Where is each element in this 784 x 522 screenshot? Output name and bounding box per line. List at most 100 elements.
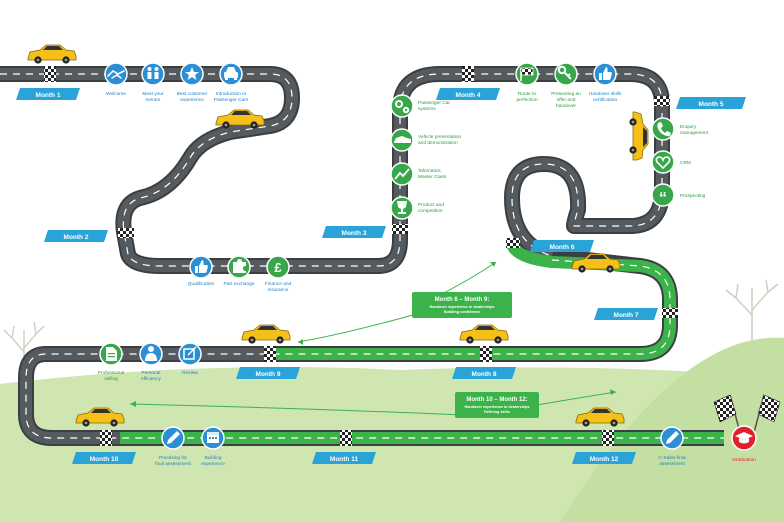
milestone-qualification: Qualification [188, 255, 215, 287]
svg-text:Month 6: Month 6 [550, 244, 575, 251]
track-markers [44, 66, 678, 446]
heart-icon [655, 156, 671, 170]
month-tag-5: Month 5 [676, 97, 746, 109]
svg-text:Practising for: Practising for [159, 455, 187, 461]
month-tag-12: Month 12 [572, 452, 636, 464]
svg-text:Professional: Professional [98, 370, 124, 376]
milestone-telematics: Telematics Master Class [390, 162, 447, 186]
milestone-personal-efficiency: Personal efficiency [139, 342, 163, 382]
svg-text:Introduction to: Introduction to [216, 91, 247, 97]
month-tag-11: Month 11 [312, 452, 376, 464]
svg-text:management: management [680, 130, 709, 136]
svg-text:Personal: Personal [142, 370, 161, 376]
svg-text:Month 2: Month 2 [64, 234, 89, 241]
month-tag-2: Month 2 [44, 230, 108, 242]
callout-line: Building confidence [444, 310, 480, 314]
milestone-finance: £ Finance and insurance [265, 255, 292, 293]
month-tag-4: Month 4 [436, 88, 500, 100]
milestone-route-perfection: Route to perfection [515, 62, 539, 103]
tree-right [725, 279, 779, 345]
svg-text:Prospecting: Prospecting [680, 193, 706, 199]
graduation-cap-icon [735, 432, 753, 444]
milestone-intro-cars: Introduction to Passenger Cars [214, 62, 249, 103]
callout-line: Refining skills [484, 410, 510, 414]
svg-text:Month 11: Month 11 [330, 456, 359, 463]
svg-text:Month 10: Month 10 [90, 456, 119, 463]
milestone-crm: CRM [651, 150, 691, 174]
milestone-prospecting: “ Prospecting [651, 183, 706, 207]
svg-text:certification: certification [593, 97, 618, 103]
callout-months-6-9: Month 6 – Month 9: Handover experience i… [412, 292, 512, 318]
milestone-vehicle-presentation: Vehicle presentation and demonstration [390, 128, 462, 152]
milestone-presenting-offer: Presenting an offer and handover [551, 62, 581, 109]
pencil-icon [666, 431, 679, 444]
svg-text:Review: Review [182, 370, 198, 376]
calendar-icon [207, 432, 219, 443]
svg-text:experience: experience [201, 461, 225, 467]
svg-text:Telematics: Telematics [418, 168, 441, 174]
car-side-icon [394, 136, 411, 143]
svg-text:competition: competition [418, 208, 443, 214]
callout-title: Month 10 – Month 12: [466, 397, 527, 403]
svg-text:Month 8: Month 8 [472, 371, 497, 378]
svg-text:Handover skills: Handover skills [589, 91, 622, 97]
callout-line: Handover experience in dealerships [430, 305, 495, 309]
svg-text:Enquiry: Enquiry [680, 124, 697, 130]
document-icon [106, 347, 117, 361]
milestone-building-experience: Building experience [201, 426, 225, 467]
svg-text:offer and: offer and [557, 97, 576, 103]
people-icon [147, 67, 159, 79]
svg-text:C-Sales final: C-Sales final [658, 455, 685, 461]
svg-text:Vehicle presentation: Vehicle presentation [418, 134, 462, 140]
month-tags: Month 1 Month 2 Month 3 Month 4 Month 5 … [16, 88, 746, 464]
month-tag-9: Month 9 [236, 367, 300, 379]
svg-text:Passenger Car: Passenger Car [418, 100, 450, 106]
svg-text:Qualification: Qualification [188, 281, 215, 287]
trophy-icon [397, 201, 407, 214]
milestone-part-exchange: Part exchange [224, 255, 255, 287]
key-icon [557, 65, 572, 80]
thumbs-up-icon [599, 67, 612, 80]
svg-text:efficiency: efficiency [141, 376, 162, 382]
svg-text:systems: systems [418, 106, 436, 112]
svg-text:perfection: perfection [516, 97, 537, 103]
chart-line-icon [394, 168, 410, 180]
svg-text:CRM: CRM [680, 160, 691, 166]
milestone-passenger-systems: Passenger Car systems [390, 94, 450, 118]
milestone-review: Review [178, 342, 202, 376]
milestone-enquiry: Enquiry management [651, 117, 709, 141]
svg-text:Month 12: Month 12 [590, 456, 619, 463]
svg-text:experience: experience [180, 97, 204, 103]
month-tag-3: Month 3 [322, 226, 386, 238]
svg-text:Month 3: Month 3 [342, 230, 367, 237]
milestone-product-competition: Product and competition [390, 196, 444, 220]
handshake-icon [107, 69, 125, 79]
callout-title: Month 6 – Month 9: [435, 297, 490, 303]
svg-text:handover: handover [556, 103, 576, 109]
svg-text:Month 9: Month 9 [256, 371, 281, 378]
milestone-graduation: Graduation [731, 425, 757, 463]
svg-text:assessment: assessment [659, 461, 685, 467]
callout-months-10-12: Month 10 – Month 12: Handover experience… [455, 392, 539, 418]
month-tag-10: Month 10 [72, 452, 136, 464]
thumbs-up-icon [195, 260, 208, 273]
month-tag-1: Month 1 [16, 88, 80, 100]
person-icon [145, 346, 157, 361]
svg-text:selling: selling [104, 376, 118, 382]
flag-icon [520, 67, 534, 81]
month-tag-8: Month 8 [452, 367, 516, 379]
quote-icon: “ [659, 190, 667, 207]
svg-text:Part exchange: Part exchange [224, 281, 255, 287]
svg-text:Month 7: Month 7 [614, 312, 639, 319]
svg-text:Month 5: Month 5 [699, 101, 724, 108]
callout-line: Handover experience in dealerships [465, 405, 530, 409]
pencil-icon [167, 431, 180, 444]
milestone-best-experience: Best customer experience [177, 62, 208, 103]
svg-text:Welcome: Welcome [106, 91, 126, 97]
month-tag-6: Month 6 [530, 240, 594, 252]
svg-text:Finance and: Finance and [265, 281, 292, 287]
pound-icon: £ [274, 260, 282, 275]
svg-text:Presenting an: Presenting an [551, 91, 581, 97]
milestone-practising: Practising for final assessment [155, 426, 192, 467]
